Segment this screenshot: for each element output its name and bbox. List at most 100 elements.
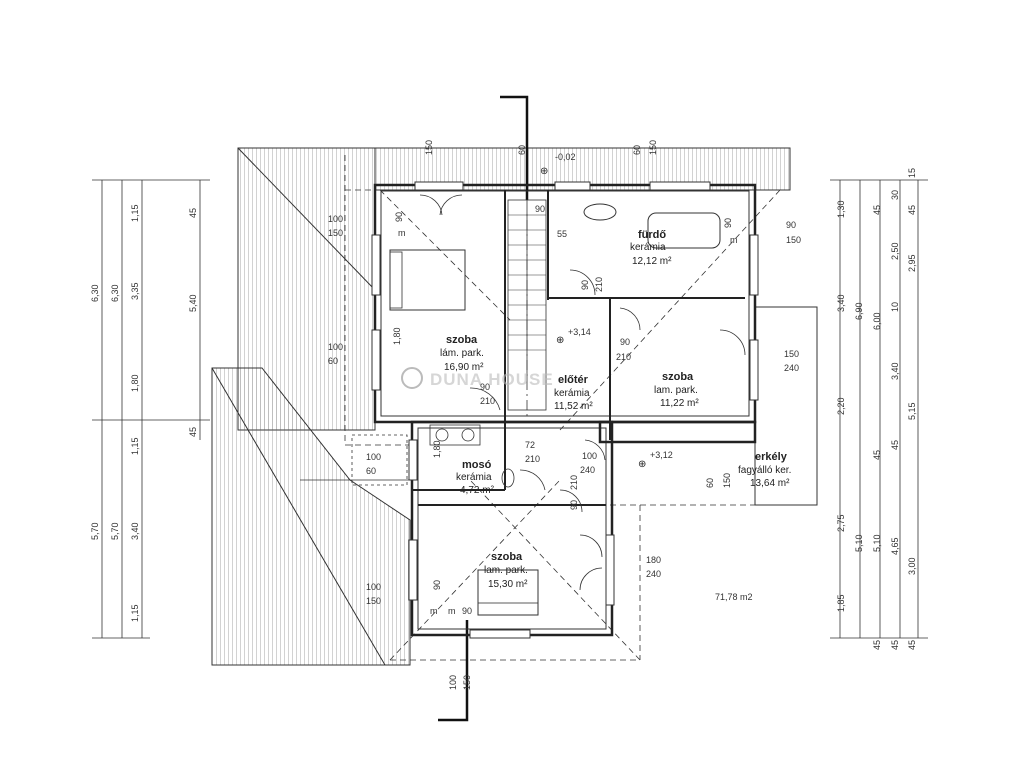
room-name: mosó <box>462 459 492 471</box>
svg-text:90: 90 <box>462 606 472 616</box>
svg-text:45: 45 <box>907 640 917 650</box>
room-name: szoba <box>662 371 694 383</box>
room-area: 11,52 m² <box>554 401 593 412</box>
room-erkely: erkély fagyálló ker. 13,64 m² <box>738 451 791 489</box>
room-area: 16,90 m² <box>444 362 484 373</box>
room-szoba-2: szoba lam. park. 11,22 m² <box>654 371 699 409</box>
svg-text:1,80: 1,80 <box>392 327 402 345</box>
room-szoba-1: szoba lám. park. 16,90 m² <box>440 334 484 373</box>
right-dims-col3: 45 6,00 45 5,10 45 <box>872 205 882 650</box>
svg-text:45: 45 <box>872 640 882 650</box>
svg-text:150: 150 <box>784 349 799 359</box>
svg-text:100: 100 <box>328 342 343 352</box>
room-material: kerámia <box>554 388 590 399</box>
svg-text:210: 210 <box>594 277 604 292</box>
watermark-logo-icon <box>401 367 423 389</box>
svg-text:60: 60 <box>705 478 715 488</box>
dimension-lines-left <box>92 179 210 639</box>
svg-text:6,30: 6,30 <box>90 284 100 302</box>
svg-text:45: 45 <box>872 450 882 460</box>
svg-text:2,50: 2,50 <box>890 242 900 260</box>
svg-text:2,20: 2,20 <box>836 397 846 415</box>
room-material: kerámia <box>630 242 666 253</box>
svg-text:45: 45 <box>890 640 900 650</box>
svg-text:60: 60 <box>632 145 642 155</box>
svg-text:3,40: 3,40 <box>836 294 846 312</box>
room-area: 4,72 m² <box>460 485 495 496</box>
level-marker-top-icon: ⊕ <box>540 166 548 177</box>
svg-text:45: 45 <box>907 205 917 215</box>
opening-dims-right: 90 150 150 240 180 240 <box>646 220 801 579</box>
svg-text:1,15: 1,15 <box>130 437 140 455</box>
room-area: 13,64 m² <box>750 478 790 489</box>
room-name: fürdő <box>638 229 666 241</box>
svg-text:90: 90 <box>569 500 579 510</box>
svg-text:30: 30 <box>890 190 900 200</box>
level-marker-corridor-icon: ⊕ <box>638 459 646 470</box>
svg-text:1,80: 1,80 <box>432 440 442 458</box>
svg-text:5,70: 5,70 <box>110 522 120 540</box>
svg-text:60: 60 <box>517 145 527 155</box>
left-dims-col2: 6,30 5,70 <box>110 284 120 540</box>
svg-text:55: 55 <box>557 229 567 239</box>
svg-text:90: 90 <box>786 220 796 230</box>
right-dims-col4: 30 2,50 10 3,40 45 4,65 45 <box>890 190 900 650</box>
svg-text:240: 240 <box>646 569 661 579</box>
svg-text:6,30: 6,30 <box>110 284 120 302</box>
svg-text:45: 45 <box>188 208 198 218</box>
level-corridor: +3,12 <box>650 450 673 460</box>
svg-text:5,15: 5,15 <box>907 402 917 420</box>
room-name: előtér <box>558 374 589 386</box>
left-dims-col4: 45 5,40 45 <box>188 208 198 437</box>
svg-text:150: 150 <box>424 140 434 155</box>
svg-text:3,40: 3,40 <box>130 522 140 540</box>
level-hall: +3,14 <box>568 327 591 337</box>
room-area: 12,12 m² <box>632 256 672 267</box>
svg-text:150: 150 <box>786 235 801 245</box>
svg-text:2,75: 2,75 <box>836 514 846 532</box>
svg-text:10: 10 <box>890 302 900 312</box>
opening-dims-left: 100 150 100 60 100 60 100 150 <box>328 214 381 606</box>
svg-text:1,15: 1,15 <box>130 204 140 222</box>
roof-left-lower <box>211 367 411 666</box>
doors <box>419 194 746 591</box>
svg-text:240: 240 <box>580 465 595 475</box>
svg-text:90: 90 <box>394 212 404 222</box>
left-dims-col3: 1,15 3,35 1,80 1,15 3,40 1,15 <box>130 204 140 622</box>
svg-text:5,40: 5,40 <box>188 294 198 312</box>
svg-text:1,15: 1,15 <box>130 604 140 622</box>
svg-text:150: 150 <box>722 473 732 488</box>
inner-dims: 90 90 m 55 90 210 90 m 1,80 90 210 90 21… <box>392 204 738 616</box>
svg-text:240: 240 <box>784 363 799 373</box>
svg-text:3,00: 3,00 <box>907 557 917 575</box>
svg-text:90: 90 <box>535 204 545 214</box>
svg-text:5,70: 5,70 <box>90 522 100 540</box>
svg-text:1,85: 1,85 <box>836 594 846 612</box>
watermark: DUNA HOUSE <box>430 370 554 389</box>
svg-text:100: 100 <box>366 452 381 462</box>
total-area: 71,78 m2 <box>715 592 753 602</box>
svg-text:100: 100 <box>448 675 458 690</box>
svg-text:2,95: 2,95 <box>907 254 917 272</box>
opening-dims-bottom: 100 150 <box>448 675 472 690</box>
svg-text:1,30: 1,30 <box>836 200 846 218</box>
svg-text:m: m <box>448 606 456 616</box>
svg-text:90: 90 <box>480 382 490 392</box>
svg-text:150: 150 <box>328 228 343 238</box>
room-eloter: előtér kerámia 11,52 m² <box>554 374 593 412</box>
svg-text:3,40: 3,40 <box>890 362 900 380</box>
svg-text:45: 45 <box>188 427 198 437</box>
right-dims-col5: 15 45 2,95 5,15 3,00 45 <box>907 168 917 650</box>
svg-text:100: 100 <box>582 451 597 461</box>
room-area: 11,22 m² <box>660 398 699 409</box>
svg-text:60: 60 <box>366 466 376 476</box>
room-name: szoba <box>446 334 478 346</box>
svg-text:60: 60 <box>328 356 338 366</box>
room-furdo: fürdő kerámia 12,12 m² <box>630 229 672 267</box>
svg-text:m: m <box>430 606 438 616</box>
level-top: -0,02 <box>555 152 576 162</box>
section-marker-bottom <box>438 620 469 722</box>
room-material: lám. park. <box>440 348 484 359</box>
room-area: 15,30 m² <box>488 579 528 590</box>
